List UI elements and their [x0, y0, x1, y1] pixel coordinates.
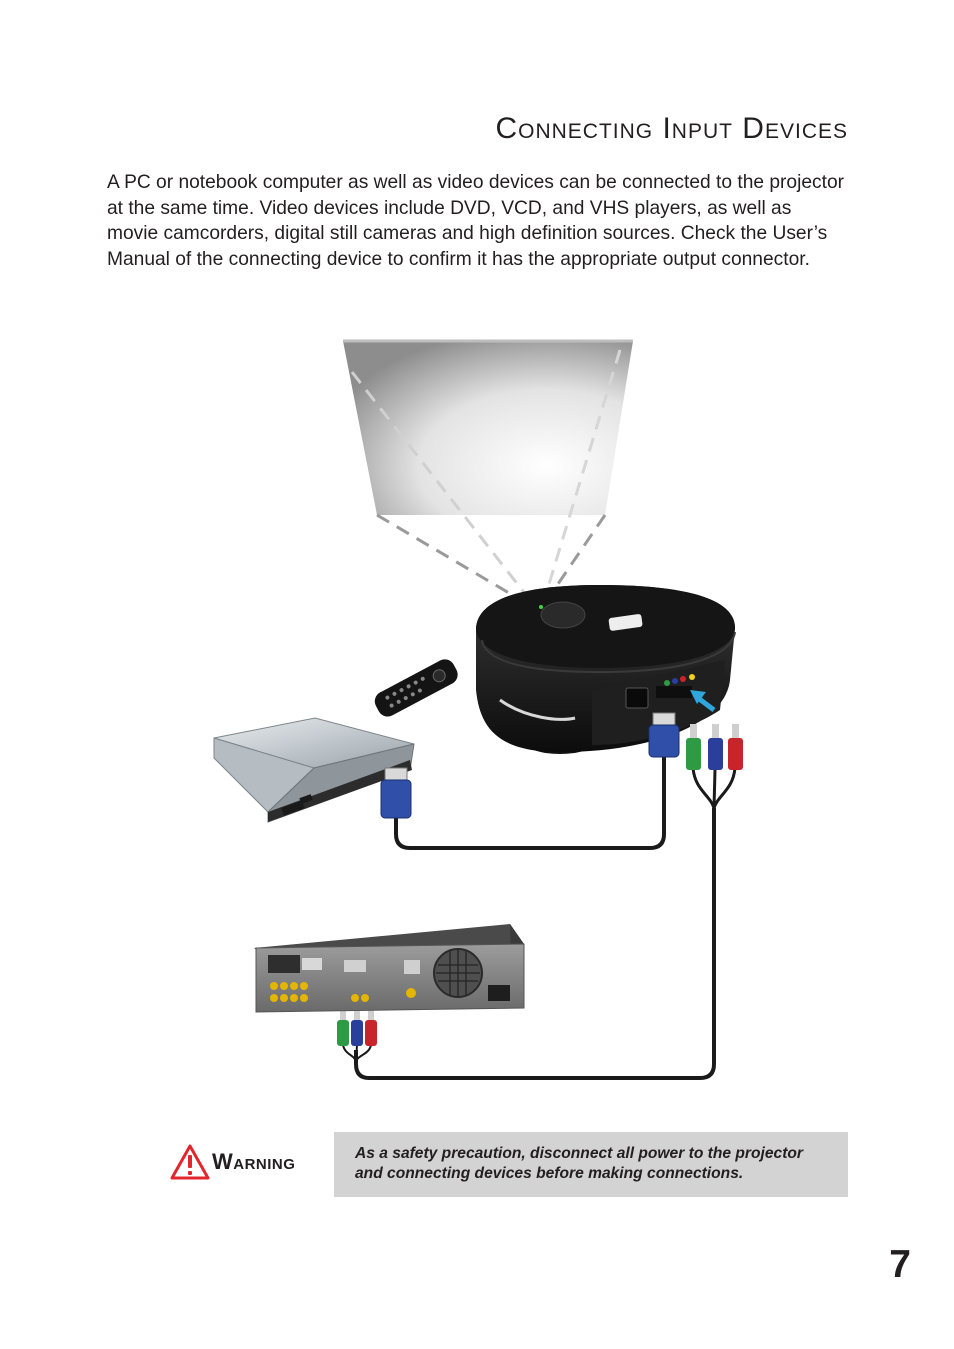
page-number: 7	[889, 1243, 911, 1286]
notebook-computer	[213, 717, 415, 823]
component-cable	[337, 724, 743, 1080]
intro-paragraph: A PC or notebook computer as well as vid…	[107, 172, 845, 270]
video-player	[254, 924, 525, 1013]
projector	[476, 585, 736, 754]
connection-diagram	[213, 339, 743, 1080]
projection-screen	[343, 339, 633, 515]
page-title: Connecting Input Devices	[495, 112, 848, 145]
remote-control	[374, 659, 458, 717]
warning-label: Warning	[212, 1149, 296, 1174]
input-arrow	[690, 690, 716, 712]
warning-triangle-icon	[170, 1144, 210, 1180]
warning-message: As a safety precaution, disconnect all p…	[334, 1132, 848, 1197]
vga-cable	[380, 712, 680, 850]
projection-beam	[350, 349, 622, 608]
